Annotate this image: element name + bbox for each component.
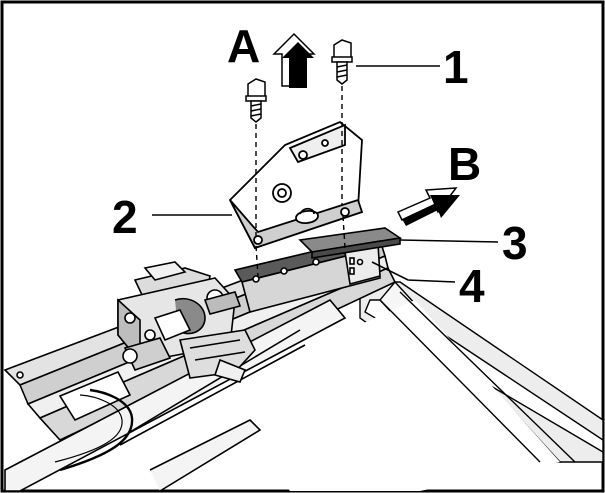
window-frame xyxy=(210,280,604,491)
part-2-hinge-bracket xyxy=(228,120,364,250)
lower-tube xyxy=(4,298,347,492)
arrow-right-icon xyxy=(396,187,460,226)
label-a: A xyxy=(227,20,260,72)
part-number-3: 3 xyxy=(502,217,528,269)
leader-lines xyxy=(152,65,499,283)
part-number-1: 1 xyxy=(443,41,469,93)
screw-icon xyxy=(331,39,353,85)
part-number-2: 2 xyxy=(112,191,138,243)
label-b: B xyxy=(448,138,481,190)
part-3-slide-plate xyxy=(298,227,403,259)
hinge-mechanism xyxy=(117,261,256,383)
screw-icon xyxy=(245,78,267,123)
arrow-up-icon xyxy=(272,32,316,88)
part-number-4: 4 xyxy=(459,260,485,312)
screw-axes xyxy=(255,86,346,277)
